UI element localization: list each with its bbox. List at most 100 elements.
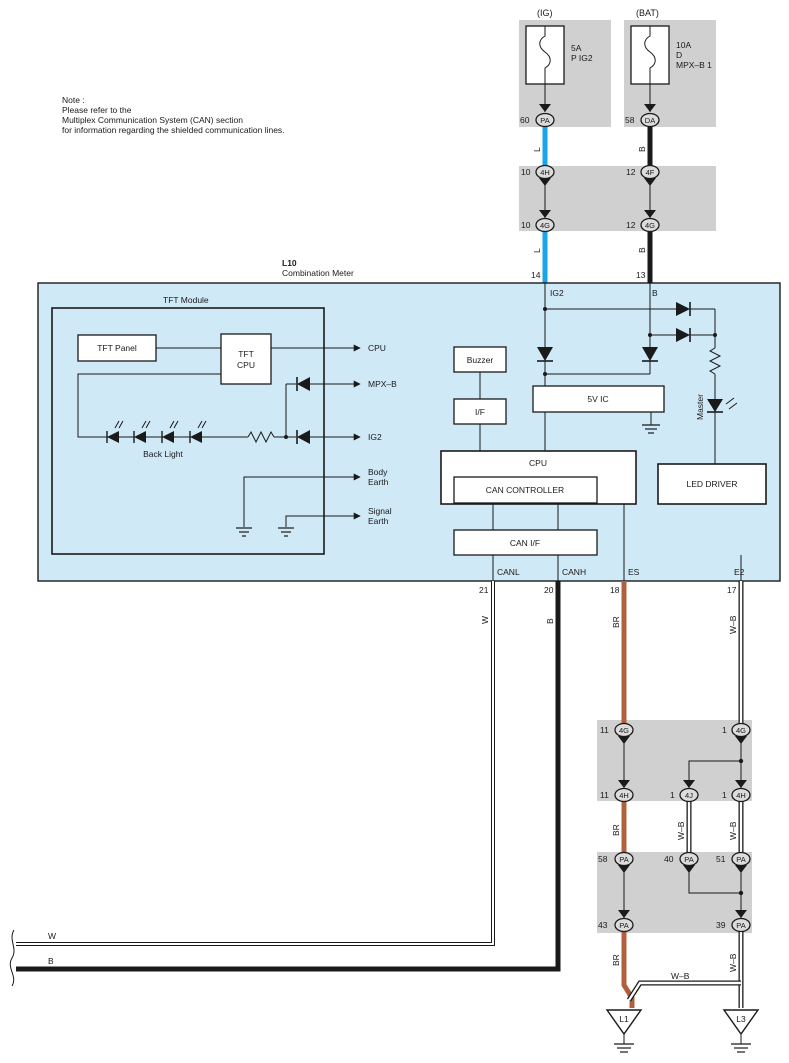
wire-color-l-2: L	[532, 248, 542, 253]
connector-pa-39: PA 39	[716, 910, 751, 933]
svg-text:4J: 4J	[685, 791, 693, 800]
fuse-ig-source: (IG)	[537, 8, 553, 18]
fuse-bat-source: (BAT)	[636, 8, 659, 18]
led-driver-box	[657, 463, 767, 505]
svg-text:CPU: CPU	[529, 458, 547, 468]
signal-earth-ground	[278, 527, 294, 537]
note-line-2: Multiplex Communication System (CAN) sec…	[62, 115, 243, 125]
svg-text:10: 10	[521, 220, 531, 230]
svg-text:PA: PA	[619, 921, 628, 930]
svg-text:L1: L1	[619, 1014, 629, 1024]
svg-text:4G: 4G	[619, 726, 629, 735]
diode-mpxb	[296, 377, 310, 391]
svg-text:1: 1	[722, 725, 727, 735]
svg-text:4G: 4G	[736, 726, 746, 735]
svg-text:PA: PA	[684, 855, 693, 864]
terminal-es: ES	[628, 567, 640, 577]
svg-text:11: 11	[600, 790, 609, 800]
break-mark	[9, 929, 15, 987]
svg-text:11: 11	[600, 725, 609, 735]
svg-text:4G: 4G	[540, 221, 550, 230]
wire-w-outline	[16, 581, 495, 946]
connector-4h-top: 4H 10	[521, 164, 555, 186]
pin-20: 20	[544, 585, 554, 595]
tft-panel	[77, 334, 157, 362]
svg-text:LED DRIVER: LED DRIVER	[686, 479, 737, 489]
body-earth-label-1: Body	[368, 467, 388, 477]
can-if-box	[453, 529, 598, 556]
connector-4g-e2: 4G 1	[722, 722, 751, 744]
ground-point-l3: L3	[722, 1009, 760, 1053]
svg-text:PA: PA	[619, 855, 628, 864]
terminal-b: B	[652, 288, 658, 298]
diode-ig2	[296, 430, 310, 444]
svg-text:4H: 4H	[736, 791, 746, 800]
wire-br-3	[621, 931, 635, 1008]
component-code: L10	[282, 258, 297, 268]
wire-color-br-1: BR	[611, 616, 621, 628]
svg-text:60: 60	[520, 115, 530, 125]
master-label: Master	[695, 394, 705, 420]
terminal-ig2: IG2	[550, 288, 564, 298]
wire-color-br-2: BR	[611, 824, 621, 836]
svg-text:4F: 4F	[646, 168, 655, 177]
svg-text:51: 51	[716, 854, 726, 864]
svg-text:PA: PA	[540, 116, 549, 125]
wire-color-b-2: B	[637, 247, 647, 253]
connector-pa-40: PA 40	[664, 851, 699, 873]
svg-text:TFT: TFT	[238, 349, 254, 359]
backlight-resistor	[247, 430, 275, 444]
svg-text:Buzzer: Buzzer	[467, 355, 494, 365]
pin-17: 17	[727, 585, 737, 595]
fuse-bat-rating: 10A	[676, 40, 691, 50]
wire-color-b-1: B	[637, 146, 647, 152]
tft-module-box	[51, 307, 325, 555]
fuse-ig-name: P IG2	[571, 53, 593, 63]
svg-text:39: 39	[716, 920, 726, 930]
body-earth-ground	[236, 527, 252, 537]
note: Note : Please refer to the Multiplex Com…	[62, 95, 285, 135]
connector-4h-es: 4H 11	[600, 780, 634, 803]
note-line-1: Please refer to the	[62, 105, 132, 115]
tft-out-ig2: IG2	[368, 432, 382, 442]
connector-pa-51: PA 51	[716, 851, 751, 873]
svg-text:12: 12	[626, 167, 636, 177]
svg-text:10: 10	[521, 167, 531, 177]
buzzer-box	[453, 346, 507, 373]
connector-4j: 4J 1	[670, 780, 699, 803]
svg-text:58: 58	[598, 854, 608, 864]
svg-text:CAN CONTROLLER: CAN CONTROLLER	[486, 485, 564, 495]
ground-point-l1: L1	[605, 1009, 643, 1053]
wire-w	[16, 581, 494, 945]
svg-text:CPU: CPU	[237, 360, 255, 370]
connector-da-top: DA 58	[625, 104, 660, 128]
terminal-canl: CANL	[497, 567, 520, 577]
svg-text:PA: PA	[736, 921, 745, 930]
body-earth-label-2: Earth	[368, 477, 389, 487]
wire-color-b-h: B	[48, 956, 54, 966]
pin-21: 21	[479, 585, 489, 595]
connector-4h-e2: 4H 1	[722, 780, 751, 803]
pin-13: 13	[636, 270, 646, 280]
connector-pa-43: PA 43	[598, 910, 634, 933]
note-line-3: for information regarding the shielded c…	[62, 125, 285, 135]
svg-text:CAN I/F: CAN I/F	[510, 538, 540, 548]
tft-out-mpxb: MPX–B	[368, 379, 397, 389]
svg-text:40: 40	[664, 854, 674, 864]
wire-color-l-1: L	[532, 147, 542, 152]
svg-text:5V IC: 5V IC	[587, 394, 608, 404]
terminal-canh: CANH	[562, 567, 586, 577]
component-name: Combination Meter	[282, 268, 354, 278]
wire-color-wb-h: W–B	[671, 971, 690, 981]
terminal-e2: E2	[734, 567, 745, 577]
note-title: Note :	[62, 95, 85, 105]
tft-module-title: TFT Module	[163, 295, 209, 305]
wire-color-b-v: B	[545, 618, 555, 624]
fuse-bat-name-2: MPX–B 1	[676, 60, 712, 70]
connector-4f-top: 4F 12	[626, 164, 660, 186]
5v-ic-ground	[642, 424, 660, 434]
svg-text:4H: 4H	[540, 168, 550, 177]
svg-text:58: 58	[625, 115, 635, 125]
wire-wb-shield	[626, 980, 741, 1002]
fuse-bat-name-1: D	[676, 50, 682, 60]
